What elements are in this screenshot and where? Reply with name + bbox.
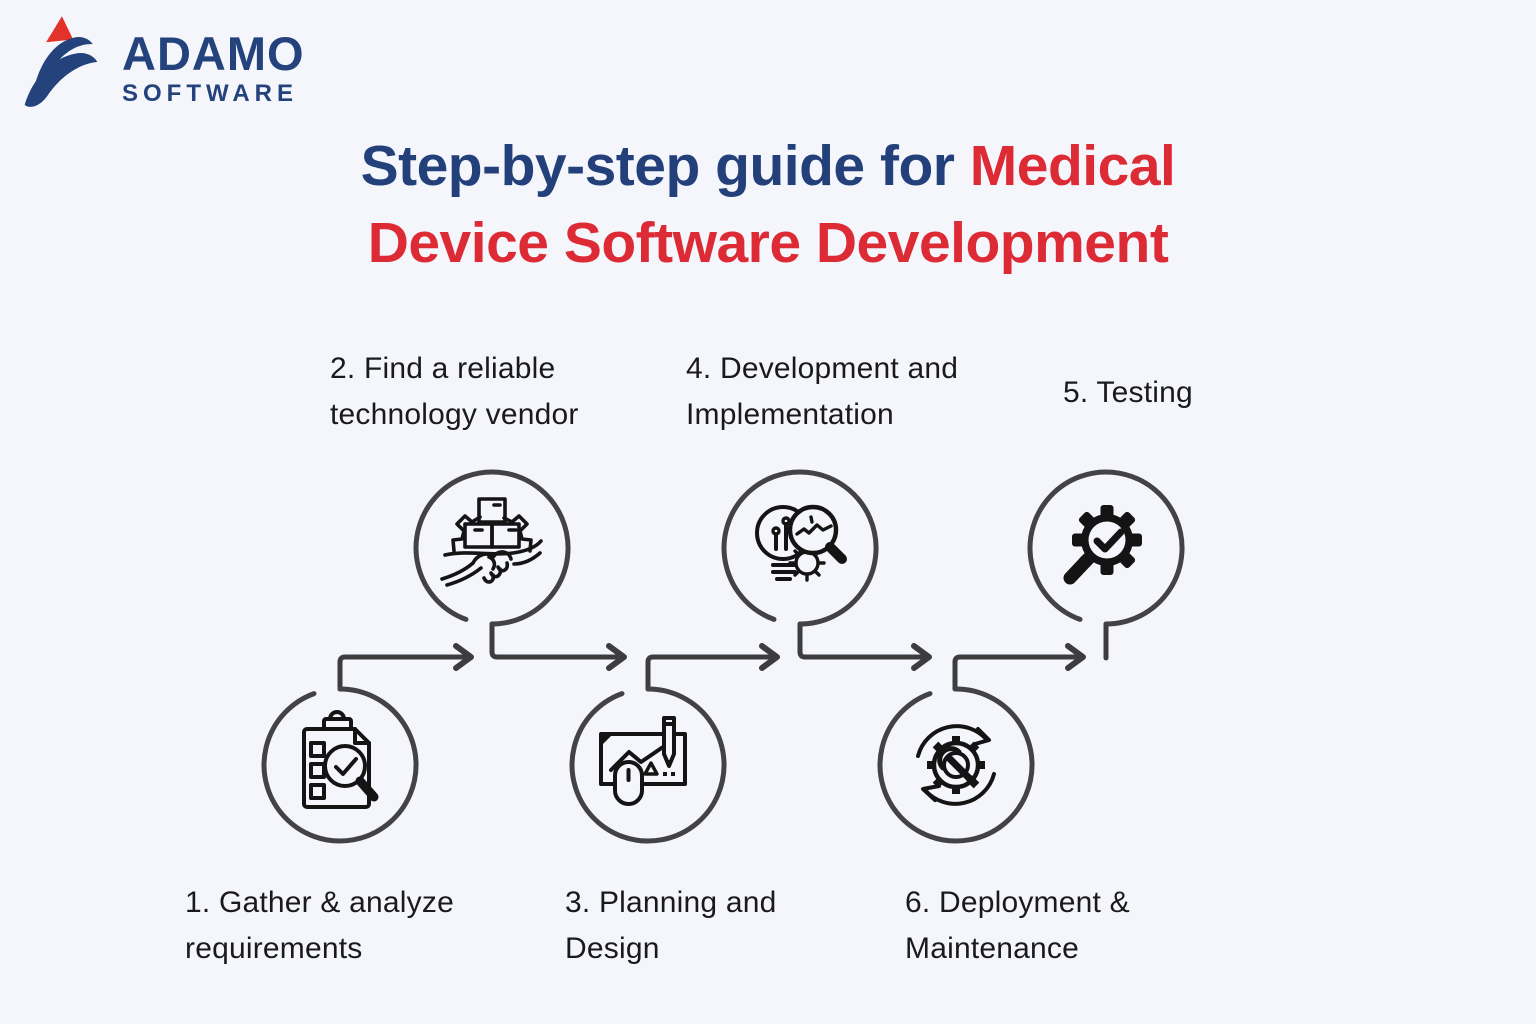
step-2-label-line1: 2. Find a reliable <box>330 352 556 385</box>
title-segment-blue: Step-by-step guide for <box>360 134 970 198</box>
step-3-label-line2: Design <box>565 932 660 965</box>
step-6-label: 6. Deployment & Maintenance <box>905 880 1130 972</box>
step-circles <box>261 469 1185 844</box>
flow-arrowhead <box>759 643 780 671</box>
step-3-label: 3. Planning and Design <box>565 880 777 972</box>
flow-arrowhead <box>1065 643 1086 671</box>
flow-connector <box>337 621 1109 692</box>
step-2-circle <box>413 469 571 627</box>
step-4-circle <box>721 469 879 627</box>
flow-arrowhead <box>606 643 627 671</box>
logo-text: ADAMO SOFTWARE <box>122 30 305 106</box>
step-6-label-line2: Maintenance <box>905 932 1079 965</box>
gear-check-magnifier-icon <box>1063 505 1142 585</box>
logo-name: ADAMO <box>122 27 305 80</box>
step-2-label-line2: technology vendor <box>330 398 579 431</box>
vendor-handshake-boxes-icon <box>440 497 543 587</box>
flow-segment <box>337 654 467 692</box>
step-1-label: 1. Gather & analyze requirements <box>185 880 454 972</box>
flow-segment <box>797 621 925 660</box>
idea-bulb-code-magnifier-icon <box>755 504 847 582</box>
step-1-label-line1: 1. Gather & analyze <box>185 886 454 919</box>
logo: ADAMO SOFTWARE <box>20 10 305 110</box>
step-3-label-line1: 3. Planning and <box>565 886 777 919</box>
flow-arrowhead <box>911 643 932 671</box>
step-3-circle <box>569 686 727 844</box>
step-5-label-line1: 5. Testing <box>1063 376 1193 409</box>
design-board-pencil-mouse-icon <box>599 716 687 806</box>
step-1-circle <box>261 686 419 844</box>
gear-wrench-cycle-icon <box>916 724 996 806</box>
clipboard-check-magnifier-icon <box>302 710 379 809</box>
logo-lower-swoosh <box>24 52 98 107</box>
step-4-label-line2: Implementation <box>686 398 894 431</box>
flow-arrowhead <box>453 643 474 671</box>
flow-segment <box>489 621 620 660</box>
step-5-circle <box>1027 469 1185 627</box>
flow-segment <box>952 654 1079 692</box>
logo-subtitle: SOFTWARE <box>122 80 298 107</box>
title-segment-red-1: Medical <box>969 134 1176 198</box>
title-segment-red-2: Device Software Development <box>367 211 1169 275</box>
step-5-label: 5. Testing <box>1063 370 1193 416</box>
logo-peak-triangle <box>46 16 74 43</box>
flow-segment <box>645 654 773 692</box>
step-6-label-line1: 6. Deployment & <box>905 886 1130 919</box>
adamo-logo-icon <box>24 16 98 107</box>
step-4-label: 4. Development and Implementation <box>686 346 958 438</box>
step-4-label-line1: 4. Development and <box>686 352 959 385</box>
step-2-label: 2. Find a reliable technology vendor <box>330 346 579 438</box>
step-1-label-line2: requirements <box>185 932 363 965</box>
step-6-circle <box>877 686 1035 844</box>
